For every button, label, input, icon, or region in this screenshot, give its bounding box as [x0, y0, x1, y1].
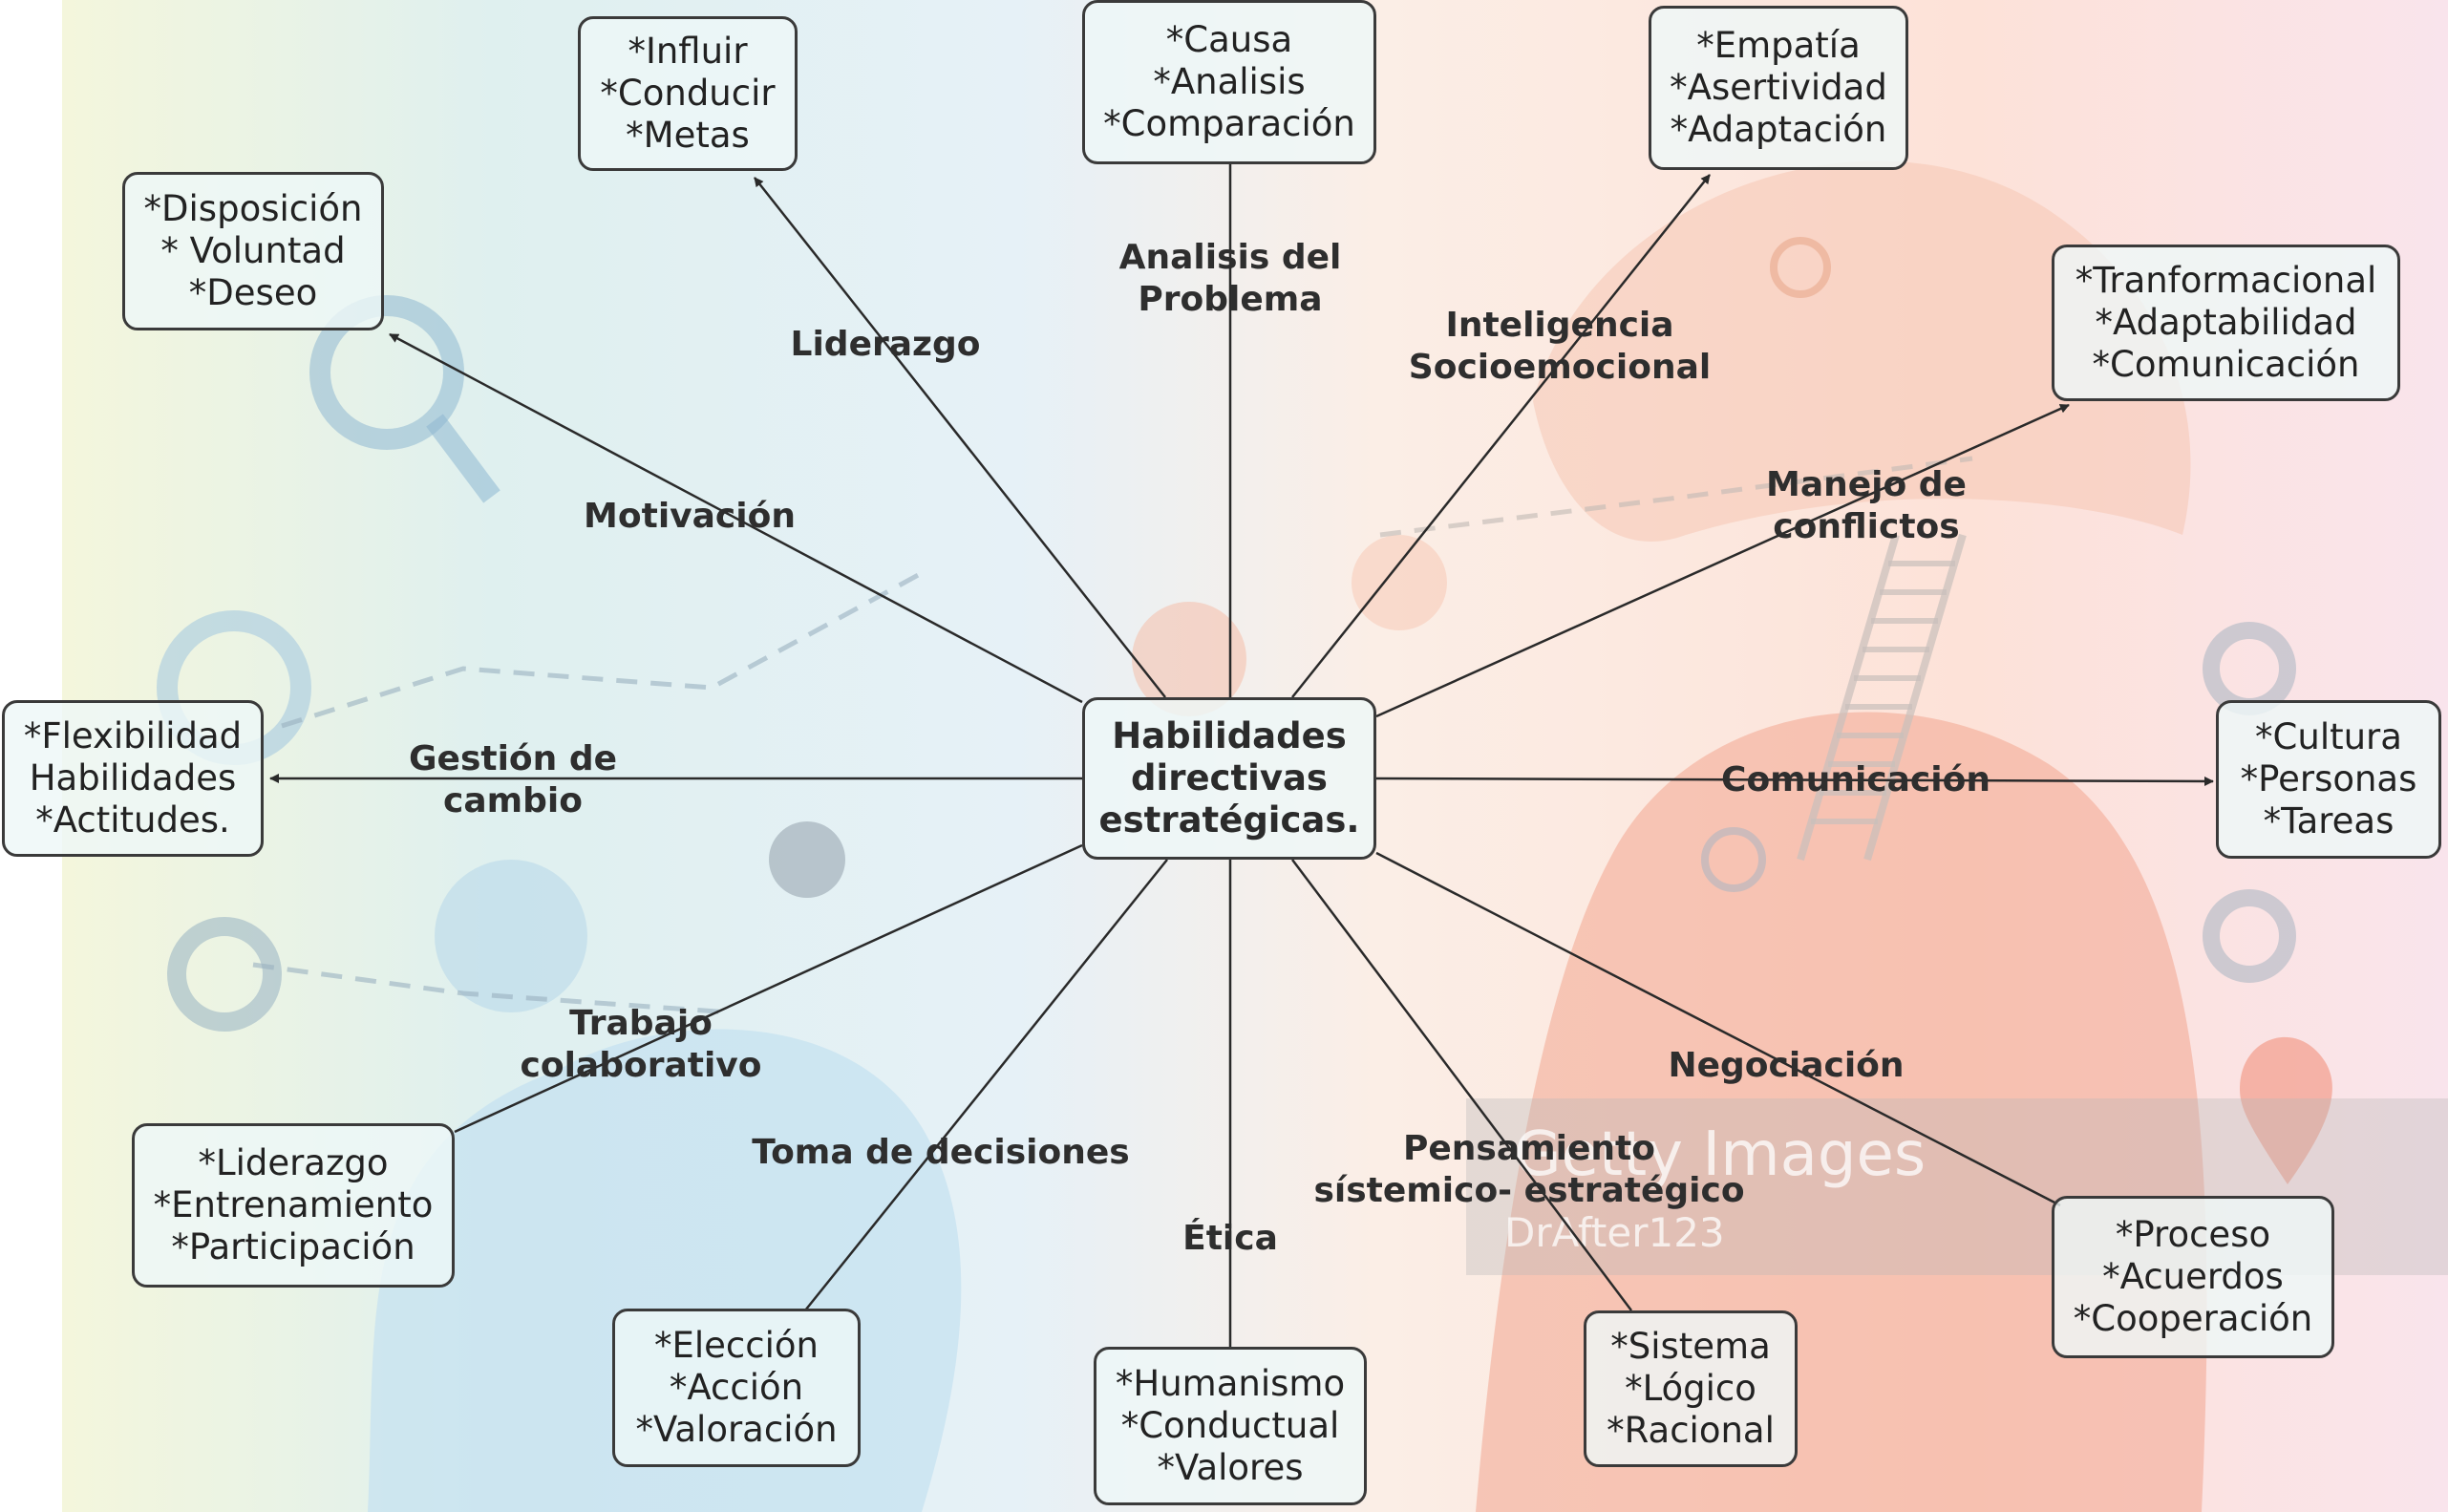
node-liderazgo[interactable]: *Influir *Conducir *Metas [578, 16, 798, 171]
label-liderazgo: Liderazgo [791, 324, 981, 366]
node-item: Habilidades [29, 757, 237, 799]
node-item: *Tranformacional [2075, 260, 2377, 301]
node-negociacion[interactable]: *Proceso *Acuerdos *Cooperación [2052, 1196, 2334, 1358]
node-item: *Influir [628, 31, 748, 72]
label-line: Manejo de [1766, 465, 1967, 504]
label-line: conflictos [1773, 507, 1960, 546]
label-line: Comunicación [1721, 760, 1990, 799]
node-item: *Empatía [1696, 25, 1861, 66]
label-line: Inteligencia [1445, 306, 1674, 345]
node-item: *Actitudes. [35, 799, 230, 841]
label-comunicacion: Comunicación [1721, 759, 1990, 801]
node-item: *Metas [626, 115, 750, 156]
central-topic-line: Habilidades [1112, 715, 1347, 756]
label-line: Problema [1138, 280, 1323, 319]
node-item: *Personas [2240, 758, 2417, 799]
label-negociacion: Negociación [1668, 1045, 1904, 1087]
node-item: *Cooperación [2073, 1298, 2313, 1339]
node-gestion[interactable]: *Flexibilidad Habilidades *Actitudes. [2, 700, 264, 857]
node-inteligencia[interactable]: *Empatía *Asertividad *Adaptación [1649, 6, 1908, 170]
node-motivacion[interactable]: *Disposición * Voluntad *Deseo [122, 172, 384, 330]
label-etica: Ética [1182, 1218, 1278, 1260]
node-item: *Causa [1165, 19, 1293, 60]
node-item: *Racional [1607, 1410, 1775, 1451]
label-pensamiento: Pensamiento sístemico- estratégico [1313, 1128, 1744, 1212]
edge-liderazgo [754, 177, 1166, 698]
node-item: *Disposición [143, 188, 363, 229]
label-trabajo: Trabajo colaborativo [520, 1003, 761, 1087]
label-line: Pensamiento [1403, 1129, 1655, 1168]
label-line: Analisis del [1118, 238, 1342, 277]
central-topic-line: directivas [1131, 757, 1328, 799]
svg-text:Getty Images: Getty Images [1514, 1119, 1926, 1190]
node-toma[interactable]: *Elección *Acción *Valoración [612, 1309, 861, 1467]
node-item: *Acuerdos [2102, 1256, 2284, 1297]
label-analisis: Analisis del Problema [1119, 237, 1342, 321]
node-pensamiento[interactable]: *Sistema *Lógico *Racional [1584, 1310, 1798, 1467]
node-etica[interactable]: *Humanismo *Conductual *Valores [1094, 1347, 1367, 1505]
edge-trabajo [454, 843, 1083, 1134]
edge-comunicacion [1375, 776, 2214, 786]
label-line: Toma de decisiones [752, 1133, 1130, 1172]
node-item: *Valoración [635, 1409, 838, 1450]
label-gestion: Gestión de cambio [409, 738, 617, 822]
edge-toma [804, 859, 1168, 1311]
label-inteligencia: Inteligencia Socioemocional [1409, 305, 1711, 389]
node-item: *Asertividad [1670, 67, 1887, 108]
edge-pensamiento [1291, 859, 1632, 1311]
label-line: Motivación [584, 497, 796, 536]
label-line: Negociación [1668, 1046, 1905, 1085]
node-item: *Tareas [2263, 800, 2395, 841]
central-topic-line: estratégicas. [1098, 799, 1360, 841]
node-item: *Valores [1157, 1447, 1304, 1488]
edge-negociacion [1375, 851, 2061, 1207]
label-motivacion: Motivación [584, 496, 796, 538]
node-item: *Adaptabilidad [2095, 302, 2357, 343]
label-toma: Toma de decisiones [752, 1132, 1129, 1174]
node-item: *Analisis [1153, 61, 1306, 102]
node-item: *Comparación [1103, 103, 1355, 144]
label-line: Liderazgo [790, 325, 981, 364]
node-item: *Acción [669, 1367, 804, 1408]
edge-motivacion [389, 332, 1083, 704]
node-item: *Deseo [188, 272, 318, 313]
label-line: cambio [443, 781, 583, 820]
node-item: *Cultura [2255, 716, 2402, 757]
node-comunicacion[interactable]: *Cultura *Personas *Tareas [2216, 700, 2441, 859]
node-item: * Voluntad [160, 230, 346, 271]
central-topic-node[interactable]: Habilidades directivas estratégicas. [1082, 697, 1376, 860]
edge-manejo [1375, 403, 2070, 718]
node-item: *Conducir [600, 73, 776, 114]
node-item: *Proceso [2115, 1214, 2271, 1255]
label-manejo: Manejo de conflictos [1766, 464, 1967, 548]
label-line: Gestión de [408, 739, 618, 778]
node-item: *Elección [654, 1325, 819, 1366]
node-item: *Liderazgo [198, 1142, 389, 1183]
node-item: *Comunicación [2092, 344, 2360, 385]
node-item: *Conductual [1120, 1405, 1340, 1446]
node-manejo[interactable]: *Tranformacional *Adaptabilidad *Comunic… [2052, 245, 2400, 401]
node-item: *Adaptación [1670, 109, 1887, 150]
label-line: Socioemocional [1408, 348, 1712, 387]
label-line: sístemico- estratégico [1313, 1171, 1745, 1210]
label-line: Ética [1182, 1219, 1278, 1258]
label-line: Trabajo [569, 1004, 713, 1043]
node-item: *Flexibilidad [23, 715, 243, 756]
label-line: colaborativo [520, 1046, 762, 1085]
node-analisis[interactable]: *Causa *Analisis *Comparación [1082, 0, 1376, 164]
node-trabajo[interactable]: *Liderazgo *Entrenamiento *Participación [132, 1123, 455, 1288]
edge-inteligencia [1291, 174, 1711, 698]
svg-text:DrAfter123: DrAfter123 [1504, 1209, 1725, 1256]
node-item: *Sistema [1610, 1326, 1771, 1367]
node-item: *Humanismo [1115, 1363, 1346, 1404]
node-item: *Entrenamiento [153, 1184, 434, 1225]
node-item: *Lógico [1625, 1368, 1756, 1409]
node-item: *Participación [171, 1226, 415, 1267]
